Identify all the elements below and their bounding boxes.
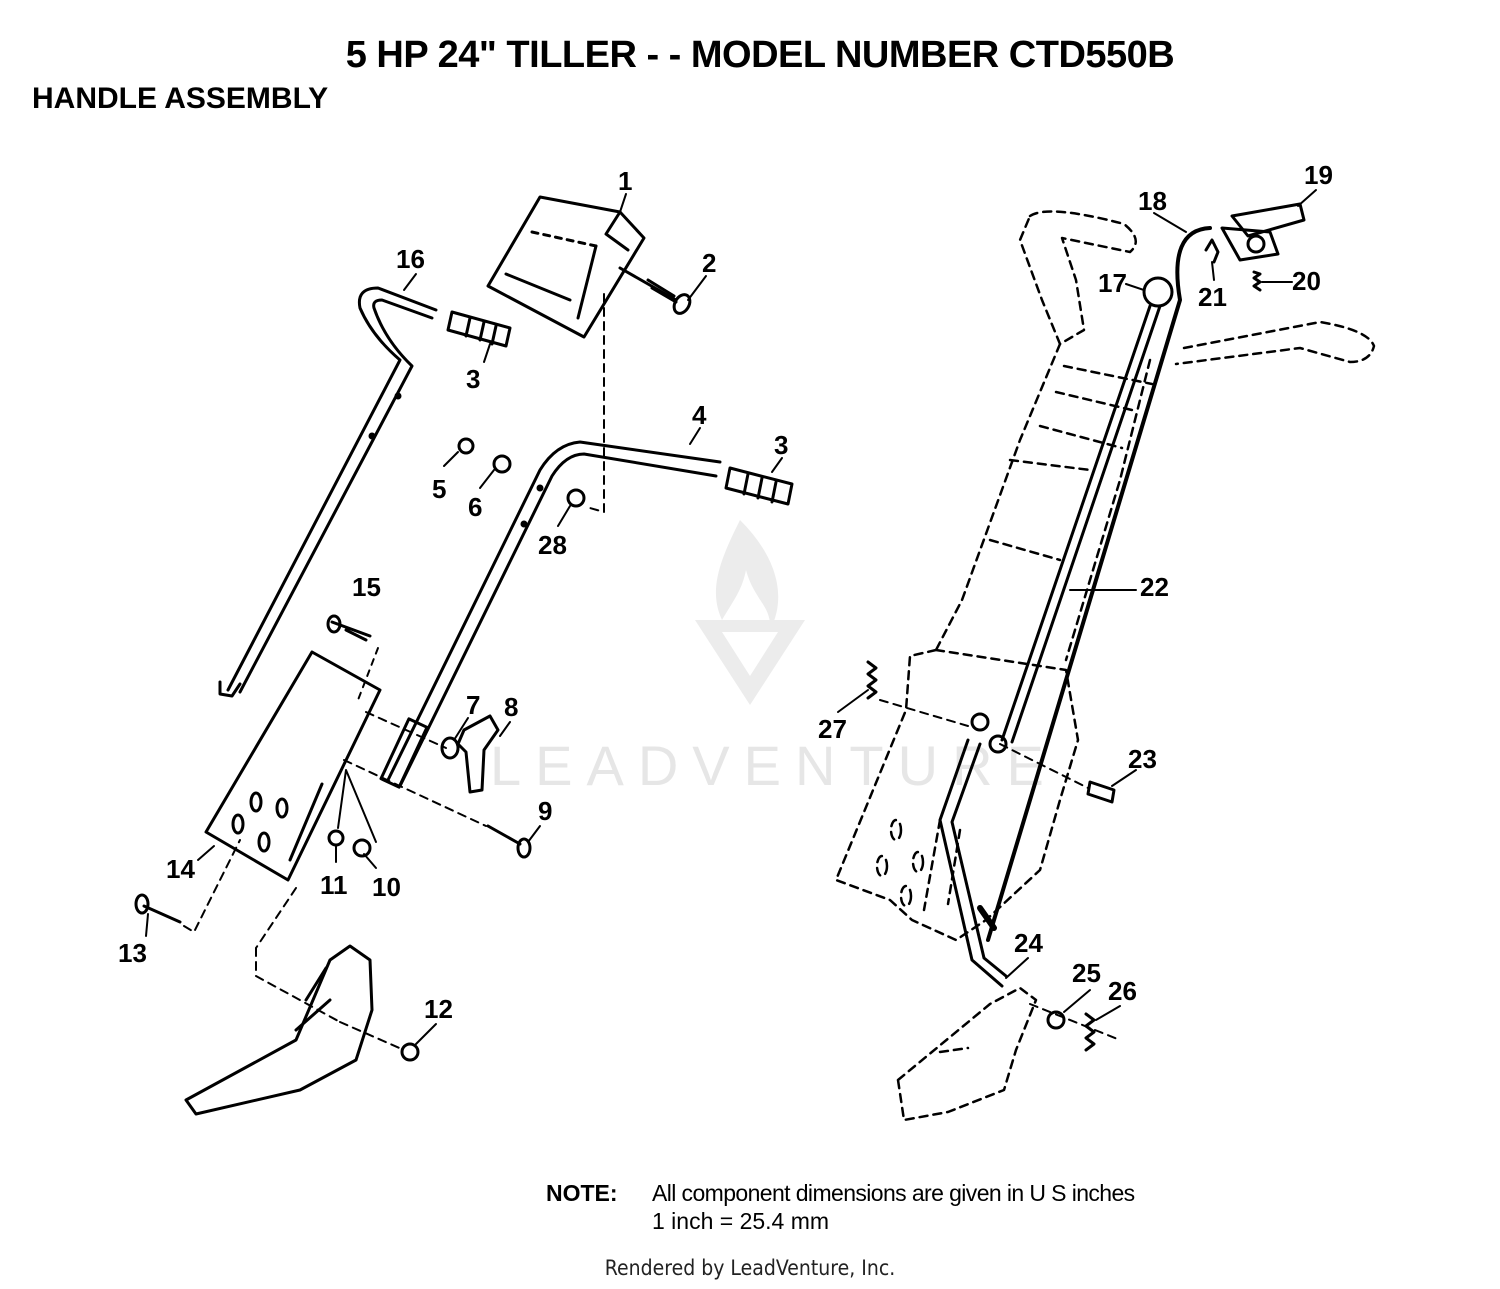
callout-1: 1 <box>618 166 632 196</box>
callout-13: 13 <box>118 938 147 968</box>
callout-11: 11 <box>320 870 348 900</box>
part-20-spring <box>1252 270 1262 292</box>
part-12-nut <box>400 1042 420 1062</box>
watermark: LEADVENTURE <box>490 520 1044 797</box>
callout-9: 9 <box>538 796 552 826</box>
part-3-grip-left <box>446 310 512 348</box>
callout-23: 23 <box>1128 744 1157 774</box>
part-2-bolt <box>618 266 692 315</box>
callout-8: 8 <box>504 692 518 722</box>
note-label: NOTE: <box>546 1180 618 1206</box>
part-11-nut <box>327 829 345 847</box>
part-21-clip <box>1204 238 1220 264</box>
part-26-spring <box>1084 1012 1096 1052</box>
part-9-bolt <box>486 824 532 859</box>
callout-27: 27 <box>818 714 847 744</box>
callout-15: 15 <box>352 572 381 602</box>
part-3-grip-right <box>724 466 794 506</box>
part-6-washer <box>492 454 512 474</box>
section-subtitle: HANDLE ASSEMBLY <box>32 82 329 115</box>
part-7-washer <box>440 736 460 760</box>
part-4-lower-handle <box>379 440 722 789</box>
callout-4: 4 <box>692 400 707 430</box>
callout-16: 16 <box>396 244 425 274</box>
watermark-v-icon <box>695 620 805 705</box>
part-24-link <box>938 712 1008 988</box>
part-25-washer <box>1046 1010 1066 1030</box>
part-23-pin <box>999 743 1116 804</box>
part-22-rod <box>1000 304 1162 744</box>
callout-21: 21 <box>1198 282 1227 312</box>
callout-20: 20 <box>1292 266 1321 296</box>
part-28-washer <box>566 488 586 508</box>
part-8-knob <box>456 714 500 794</box>
part-15-bolt <box>326 614 379 701</box>
callout-22: 22 <box>1140 572 1169 602</box>
callout-14: 14 <box>166 854 195 884</box>
callout-26: 26 <box>1108 976 1137 1006</box>
part-27-spring <box>866 660 878 700</box>
callout-10: 10 <box>372 872 401 902</box>
note-text-line-2: 1 inch = 25.4 mm <box>652 1208 830 1234</box>
callout-28: 28 <box>538 530 567 560</box>
callout-19: 19 <box>1304 160 1333 190</box>
callout-17: 17 <box>1098 268 1127 298</box>
callout-7: 7 <box>466 690 480 720</box>
callout-24: 24 <box>1014 928 1043 958</box>
part-16-upper-handle <box>218 286 438 698</box>
watermark-flame-icon <box>715 520 779 630</box>
part-1-shield <box>486 195 646 339</box>
part-18-cable <box>977 226 1212 942</box>
tiller-frame-lower-right <box>896 986 1038 1122</box>
callout-18: 18 <box>1138 186 1167 216</box>
right-handle-outline <box>834 210 1376 942</box>
page-title: 5 HP 24" TILLER - - MODEL NUMBER CTD550B <box>345 34 1175 76</box>
callout-2: 2 <box>702 248 716 278</box>
part-13-bolt <box>134 839 241 933</box>
callout-12: 12 <box>424 994 453 1024</box>
callout-leaders <box>145 189 1317 1045</box>
callout-5: 5 <box>432 474 446 504</box>
part-5-nut <box>457 437 475 455</box>
footer-credit: Rendered by LeadVenture, Inc. <box>604 1256 896 1280</box>
callout-25: 25 <box>1072 958 1101 988</box>
callout-3-left: 3 <box>466 364 480 394</box>
part-10-washer <box>352 838 372 858</box>
callout-6: 6 <box>468 492 482 522</box>
callout-3-right: 3 <box>774 430 788 460</box>
part-17-knob <box>1142 276 1174 308</box>
part-19-throttle-lever <box>1220 202 1306 262</box>
note-text-line-1: All component dimensions are given in U … <box>652 1180 1135 1206</box>
part-14-bracket <box>204 650 382 882</box>
tiller-frame-bracket <box>184 887 374 1116</box>
callout-numbers: 1 2 3 3 4 5 6 7 8 9 10 11 12 13 14 15 16… <box>118 160 1333 1024</box>
